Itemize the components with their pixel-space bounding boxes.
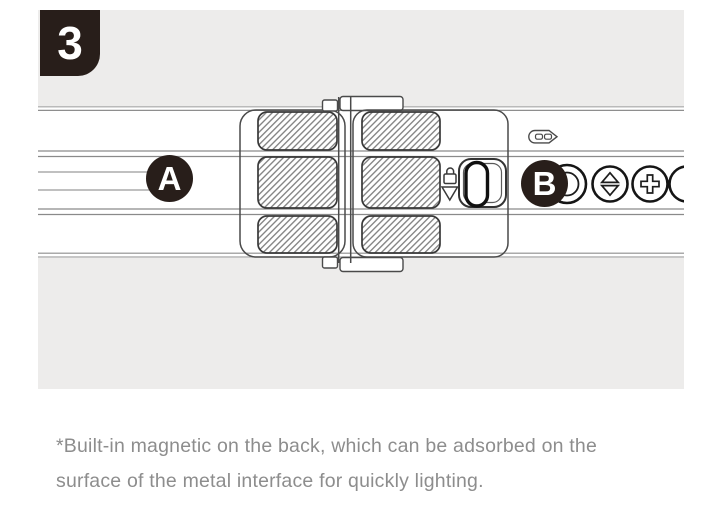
slider-knob [464, 160, 490, 208]
magnet-pad-icon [361, 215, 441, 254]
step-number-badge: 3 [40, 10, 100, 76]
arrow-up-icon [599, 171, 621, 184]
tube-b-panel [352, 109, 509, 258]
label-a-text: A [157, 160, 182, 197]
plus-icon [640, 174, 660, 194]
illustration-panel: 3 A B [38, 10, 684, 389]
label-b-text: B [532, 165, 557, 202]
footnote-caption: *Built-in magnetic on the back, which ca… [56, 429, 676, 499]
magnet-pad-icon [361, 156, 441, 209]
step-number: 3 [57, 17, 83, 69]
magnet-pads-b [361, 111, 441, 254]
junction-seams [337, 97, 352, 263]
junction-tabs [321, 95, 404, 273]
label-badge-b: B [521, 160, 568, 207]
edge-button [668, 165, 684, 203]
triangle-icon [440, 186, 459, 202]
lock-icon [443, 167, 457, 185]
label-badge-a: A [146, 155, 193, 202]
up-down-arrows-button [591, 165, 629, 203]
tube-a-endcap [239, 109, 346, 258]
magnet-pad-icon [257, 156, 338, 209]
magnet-pad-icon [361, 111, 441, 151]
arrow-down-icon [599, 184, 621, 197]
caption-line-2: surface of the metal interface for quick… [56, 470, 484, 492]
tube-line-drawing [38, 95, 684, 273]
lock-slider [458, 158, 507, 208]
magnet-pads-a [257, 111, 338, 254]
magnet-pad-icon [257, 111, 338, 151]
magnet-pad-icon [257, 215, 338, 254]
caption-line-1: *Built-in magnetic on the back, which ca… [56, 435, 597, 457]
usb-port-icon [528, 129, 559, 144]
